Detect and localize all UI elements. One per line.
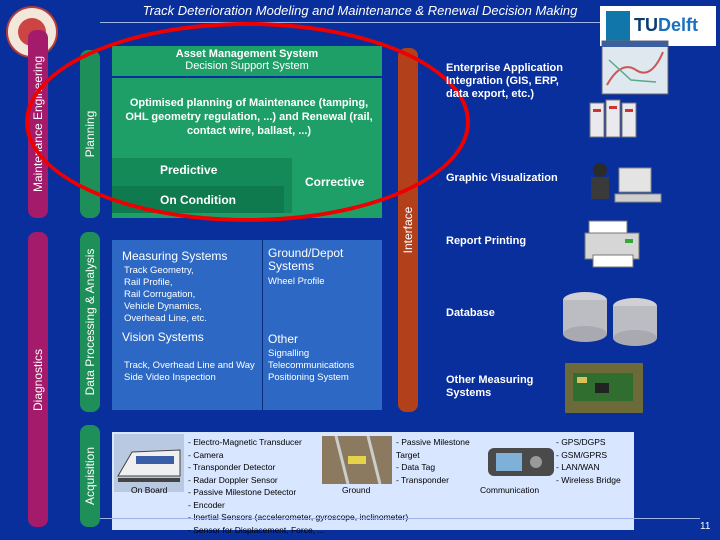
gps-device-icon [488, 448, 554, 476]
diagnostics-bar: Diagnostics [28, 232, 48, 527]
interface-label: Interface [401, 206, 415, 254]
data-processing-label: Data Processing & Analysis [83, 248, 97, 396]
other-title: Other [268, 332, 299, 346]
tudelft-flame-icon [606, 11, 630, 41]
communication-label: Communication [480, 485, 540, 495]
ground-sensor-list: - Passive Milestone Target - Data Tag - … [396, 437, 470, 485]
tudelft-logo: TUDelft [600, 6, 716, 46]
ground-depot-title: Ground/Depot Systems [268, 246, 344, 273]
measuring-systems-title: Measuring Systems [122, 249, 228, 263]
communication-list: - GPS/DGPS - GSM/GPRS - LAN/WAN - Wirele… [556, 437, 621, 485]
diagnostics-label: Diagnostics [31, 348, 45, 411]
track-rail-icon [322, 436, 392, 484]
database-icon [563, 292, 657, 346]
report-printing-label: Report Printing [446, 235, 527, 247]
page-title: Track Deterioration Modeling and Mainten… [142, 3, 578, 18]
workstation-user-icon [591, 163, 662, 203]
title-divider [100, 22, 600, 23]
ground-label: Ground [342, 485, 371, 495]
vision-systems-title: Vision Systems [122, 330, 204, 344]
printer-icon [584, 220, 640, 268]
on-board-sensor-list: - Electro-Magnetic Transducer - Camera -… [188, 437, 409, 535]
graphic-visualization-label: Graphic Visualization [446, 172, 558, 184]
page-number: 11 [700, 521, 711, 532]
footer-divider [100, 518, 700, 519]
diagnostics-area [112, 240, 382, 410]
acquisition-bar: Acquisition [80, 425, 100, 527]
vision-systems-body: Track, Overhead Line and Way Side Video … [124, 360, 255, 383]
acquisition-label: Acquisition [83, 446, 97, 506]
rail-sensor-board-icon [565, 363, 643, 413]
database-label: Database [446, 307, 495, 319]
enterprise-integration-label: Enterprise Application Integration (GIS,… [446, 62, 563, 100]
server-rack-icon [589, 99, 637, 138]
gis-map-window-icon [601, 40, 669, 95]
ground-depot-body: Wheel Profile [268, 276, 325, 287]
diagnostics-divider [262, 240, 263, 410]
on-board-label: On Board [131, 485, 168, 495]
measuring-systems-body: Track Geometry, Rail Profile, Rail Corru… [124, 265, 207, 324]
other-body: Signalling Telecommunications Positionin… [268, 348, 355, 383]
data-processing-bar: Data Processing & Analysis [80, 232, 100, 412]
train-icon [114, 434, 184, 492]
highlight-ellipse [25, 22, 470, 222]
other-measuring-label: Other Measuring Systems [446, 374, 534, 399]
